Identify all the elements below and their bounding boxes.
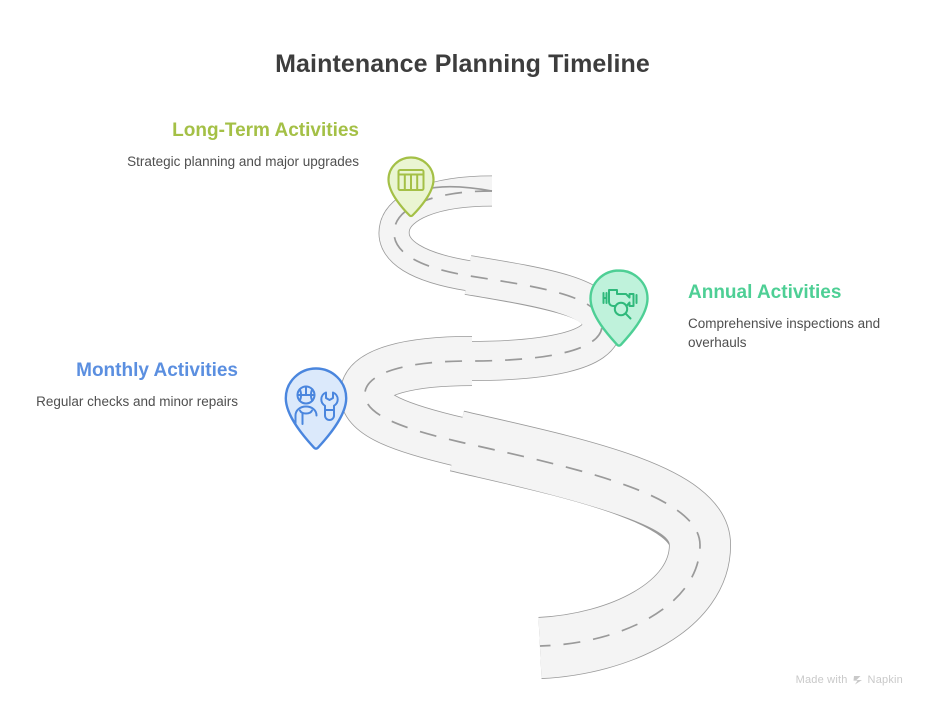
road-center-dashes xyxy=(363,190,701,647)
watermark-prefix: Made with xyxy=(795,674,848,686)
milestone-description-long-term: Strategic planning and major upgrades xyxy=(127,154,359,169)
milestone-long-term: Long-Term Activities Strategic planning … xyxy=(0,119,359,171)
milestone-title-monthly: Monthly Activities xyxy=(76,360,238,381)
pin-shape-monthly xyxy=(284,367,348,450)
watermark: Made with Napkin xyxy=(796,674,903,686)
watermark-brand: Napkin xyxy=(867,674,903,686)
milestone-title-long-term: Long-Term Activities xyxy=(172,120,359,141)
milestone-annual: Annual Activities Comprehensive inspecti… xyxy=(688,281,913,352)
pin-annual[interactable] xyxy=(586,268,652,350)
pin-long-term[interactable] xyxy=(385,155,437,219)
milestone-description-annual: Comprehensive inspections and overhauls xyxy=(688,316,881,350)
building-blocks-icon xyxy=(397,169,425,191)
milestone-description-monthly: Regular checks and minor repairs xyxy=(36,394,238,409)
pin-monthly[interactable] xyxy=(281,366,351,454)
milestone-title-annual: Annual Activities xyxy=(688,282,842,303)
milestone-monthly: Monthly Activities Regular checks and mi… xyxy=(0,359,238,411)
page-title: Maintenance Planning Timeline xyxy=(275,50,650,78)
worker-wrench-icon xyxy=(294,385,339,425)
road-surface xyxy=(339,175,732,679)
engine-inspection-icon xyxy=(602,289,638,320)
napkin-logo-icon xyxy=(852,674,864,686)
